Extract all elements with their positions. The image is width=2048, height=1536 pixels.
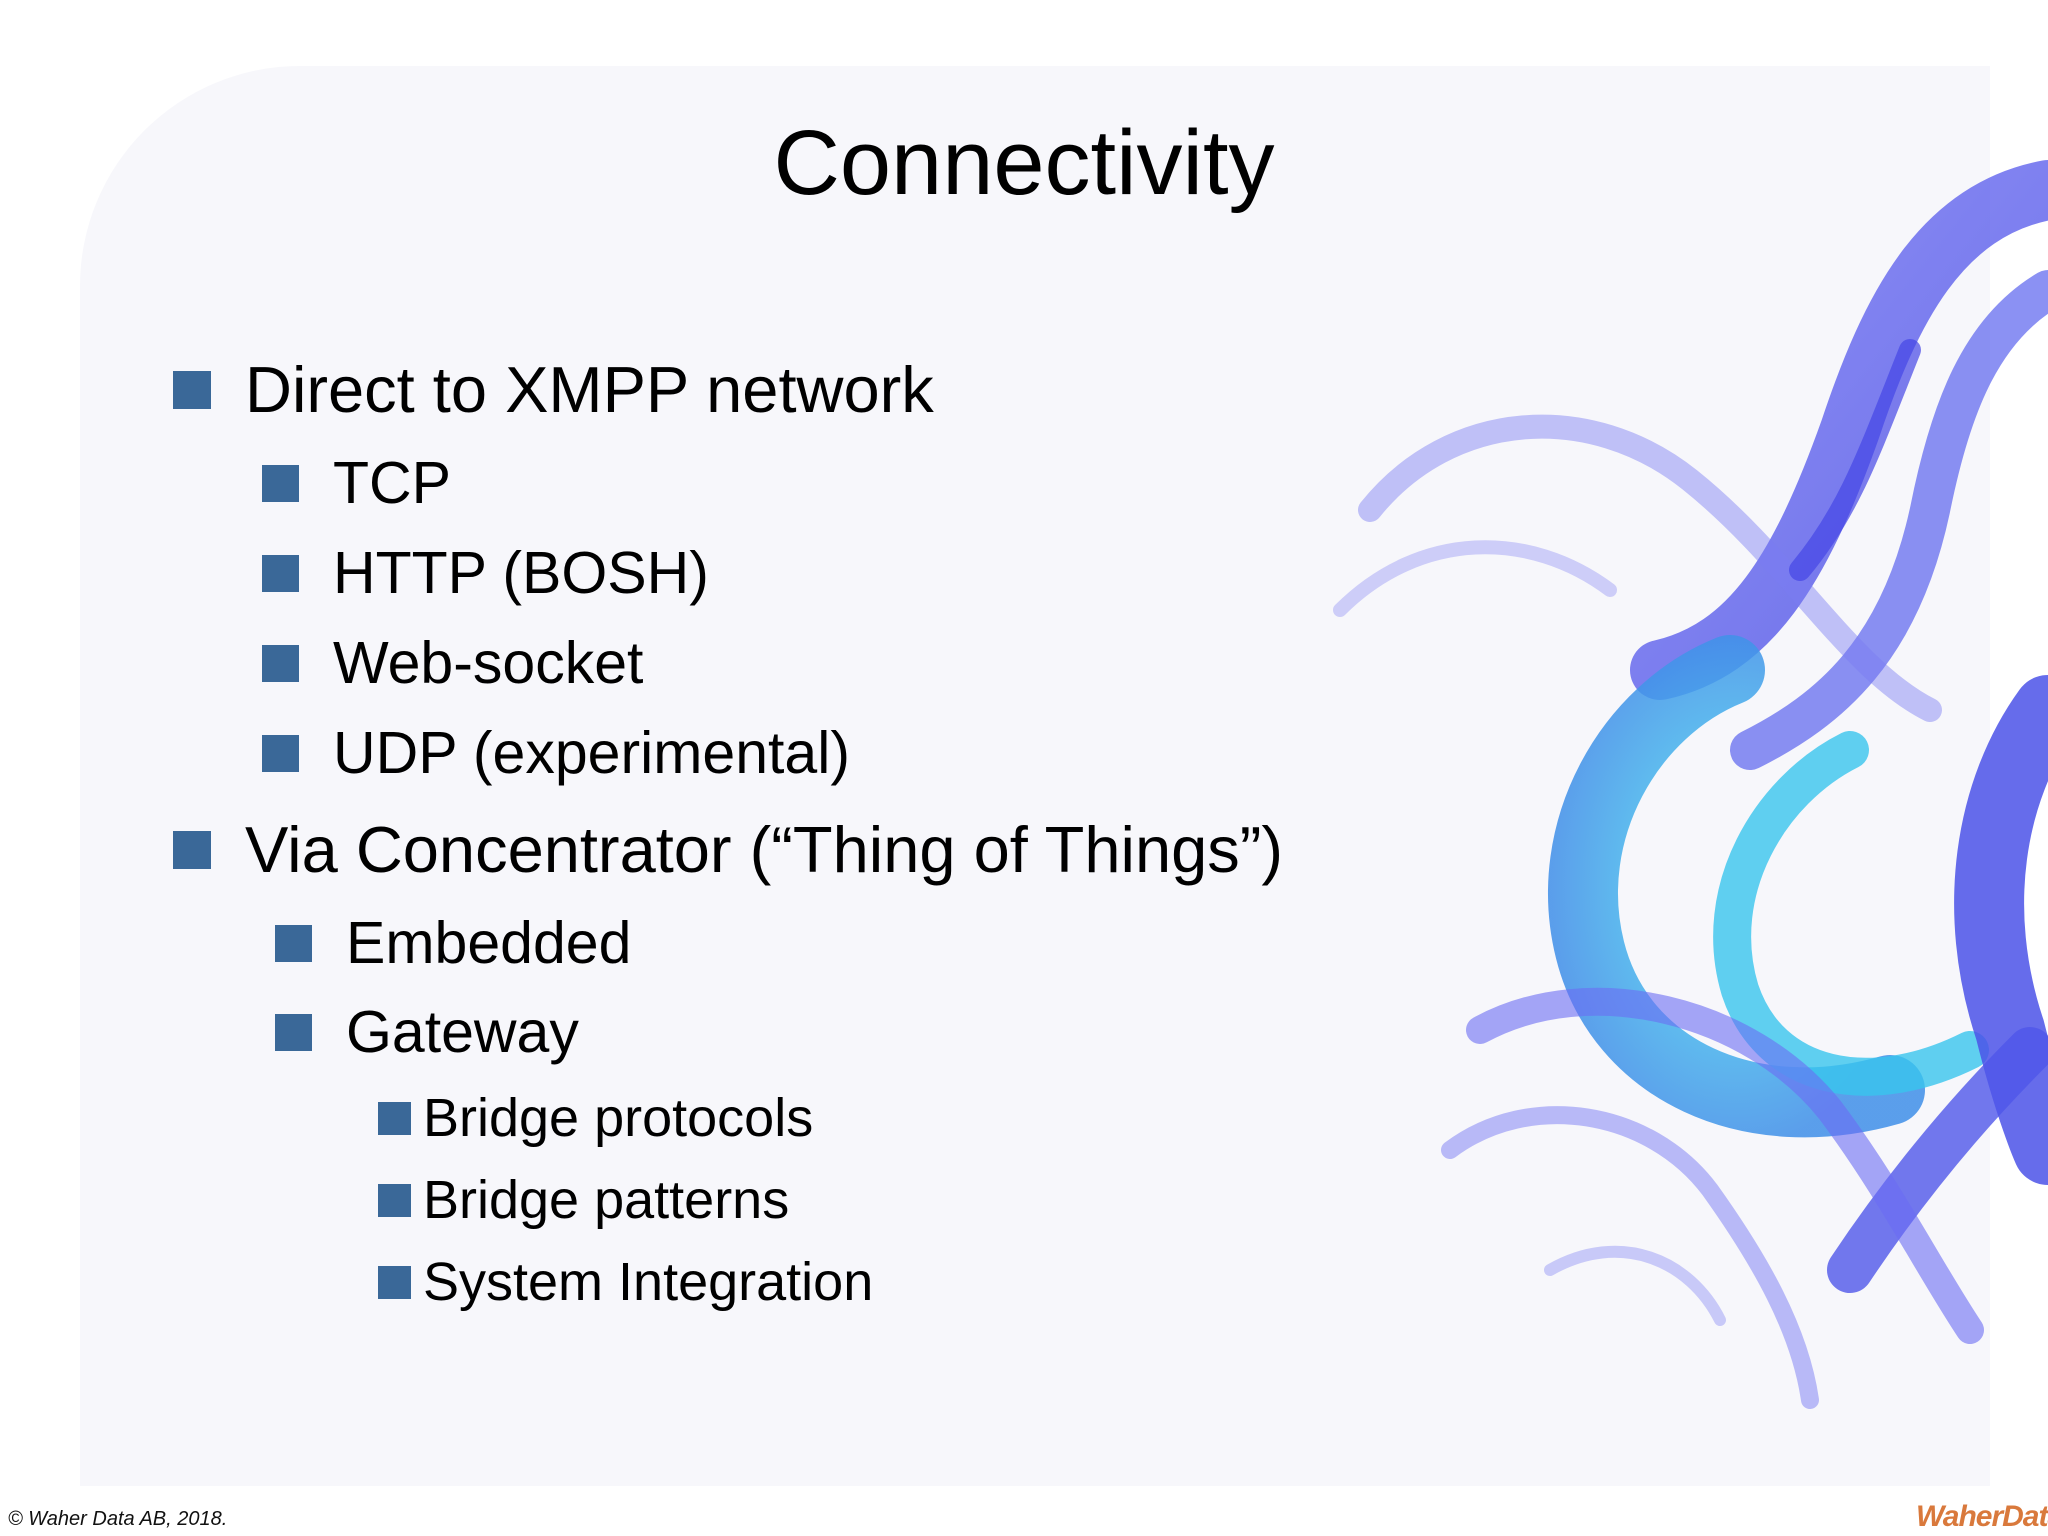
square-bullet-icon bbox=[275, 1013, 312, 1051]
list-item: System Integration bbox=[378, 1249, 873, 1315]
square-bullet-icon bbox=[275, 924, 312, 962]
list-item-text: Embedded bbox=[346, 910, 632, 976]
list-item: Embedded bbox=[275, 907, 631, 979]
square-bullet-icon bbox=[262, 644, 299, 682]
list-item: TCP bbox=[262, 447, 451, 519]
list-item-text: Bridge protocols bbox=[423, 1088, 814, 1148]
list-item-text: TCP bbox=[333, 450, 451, 516]
list-item-text: System Integration bbox=[423, 1252, 874, 1312]
list-item-text: Direct to XMPP network bbox=[245, 353, 934, 426]
list-item: Via Concentrator (“Thing of Things”) bbox=[173, 810, 1283, 890]
square-bullet-icon bbox=[262, 734, 299, 772]
slide-background-panel bbox=[80, 66, 1990, 1486]
list-item: Web-socket bbox=[262, 627, 643, 699]
slide-title: Connectivity bbox=[773, 112, 1275, 214]
list-item: UDP (experimental) bbox=[262, 717, 850, 789]
list-item-text: Gateway bbox=[346, 999, 579, 1065]
square-bullet-icon bbox=[262, 554, 299, 592]
list-item: Direct to XMPP network bbox=[173, 350, 934, 430]
list-item-text: Via Concentrator (“Thing of Things”) bbox=[245, 813, 1284, 886]
square-bullet-icon bbox=[378, 1183, 411, 1217]
list-item-text: Web-socket bbox=[333, 630, 644, 696]
fractal-swirl-image bbox=[1333, 160, 2048, 1409]
list-item: HTTP (BOSH) bbox=[262, 537, 709, 609]
square-bullet-icon bbox=[173, 831, 211, 869]
list-item: Bridge patterns bbox=[378, 1167, 789, 1233]
list-item-text: UDP (experimental) bbox=[333, 720, 850, 786]
square-bullet-icon bbox=[173, 371, 211, 409]
list-item: Bridge protocols bbox=[378, 1085, 813, 1151]
square-bullet-icon bbox=[378, 1265, 411, 1299]
list-item: Gateway bbox=[275, 996, 579, 1068]
list-item-text: HTTP (BOSH) bbox=[333, 540, 709, 606]
square-bullet-icon bbox=[378, 1101, 411, 1135]
square-bullet-icon bbox=[262, 464, 299, 502]
list-item-text: Bridge patterns bbox=[423, 1170, 790, 1230]
copyright-footer: © Waher Data AB, 2018. bbox=[8, 1508, 228, 1530]
